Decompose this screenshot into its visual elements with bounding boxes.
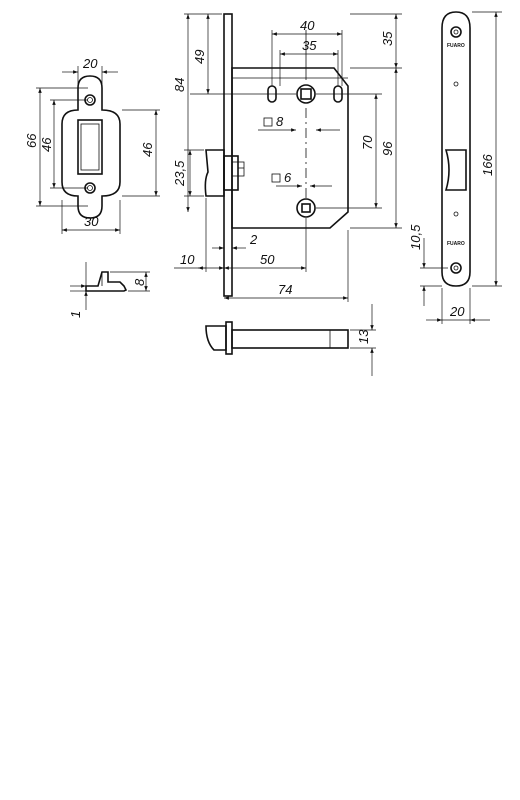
faceplate-screw-top: [450, 26, 462, 38]
latch-bolt-tail: [231, 329, 349, 349]
lock-case-outline: [231, 67, 349, 229]
strike-plate-front: 20 66 46 46 30: [24, 56, 160, 234]
lock-latch-housing: [223, 155, 239, 191]
strike-thickness-label: 1: [68, 311, 83, 318]
lock-body-depth-label: 74: [278, 282, 292, 297]
faceplate-offset-label: 10,5: [408, 224, 423, 250]
lock-top-offset-label: 35: [380, 31, 395, 46]
latch-bolt-head: [205, 325, 227, 351]
bolt-square-symbol: [271, 173, 281, 183]
strike-width-bottom-label: 30: [84, 214, 99, 229]
lock-spindle-follower: [296, 84, 316, 104]
strike-plate-side: 1 8: [68, 262, 150, 318]
lock-spindle-to-top-label: 49: [192, 50, 207, 64]
lock-faceplate-front: FUARO FUARO 166 10,5 20: [408, 11, 502, 324]
lock-body-height-96-label: 96: [380, 141, 395, 156]
strike-width-top-label: 20: [82, 56, 98, 71]
lock-turn-follower: [296, 198, 316, 218]
faceplate-outline: [441, 11, 471, 287]
lock-latch-inner: [231, 161, 245, 177]
strike-plate-latch-opening: [77, 119, 103, 175]
lock-latch-projection-label: 10: [180, 252, 195, 267]
strike-height-label: 66: [24, 133, 39, 148]
lock-turn-square: [301, 203, 311, 213]
strike-hole-spacing-right-label: 46: [140, 142, 155, 157]
lock-faceplate-thickness-label: 2: [249, 232, 258, 247]
faceplate-length-label: 166: [480, 154, 495, 176]
lock-hole-spacing-70-label: 70: [360, 135, 375, 150]
faceplate-width-label: 20: [449, 304, 465, 319]
lock-spindle-square-label: 8: [276, 114, 284, 129]
lock-bolt-square-label: 6: [284, 170, 292, 185]
lock-screw-spacing-40-label: 40: [300, 18, 315, 33]
lock-spindle-square: [300, 88, 312, 100]
faceplate-screw-bottom: [450, 262, 462, 274]
latch-bolt-side: 13: [205, 304, 376, 376]
faceplate-brand-top: FUARO: [447, 43, 465, 49]
faceplate-brand-bottom: FUARO: [447, 241, 465, 247]
latch-bolt-width-label: 13: [356, 329, 371, 344]
lock-body-height-label: 84: [172, 78, 187, 92]
strike-plate-outline: [61, 75, 121, 219]
lock-backset-label: 50: [260, 252, 275, 267]
strike-hole-spacing-left-label: 46: [39, 137, 54, 152]
lock-screw-spacing-35-label: 35: [302, 38, 317, 53]
lock-body: 49 84 23,5 40 35 35 96 70: [172, 13, 402, 302]
lock-latch-bolt: [204, 149, 225, 197]
latch-bolt-plate: [225, 321, 233, 355]
strike-depth-label: 8: [132, 278, 147, 286]
faceplate-latch-opening: [444, 149, 467, 191]
lock-faceplate-side: [223, 13, 233, 297]
strike-side-profile: [85, 271, 128, 292]
strike-plate-latch-inner: [80, 123, 100, 171]
lock-latch-height-label: 23,5: [172, 160, 187, 187]
faceplate-pin-top: [453, 81, 459, 87]
faceplate-pin-bottom: [453, 211, 459, 217]
spindle-square-symbol: [263, 117, 273, 127]
